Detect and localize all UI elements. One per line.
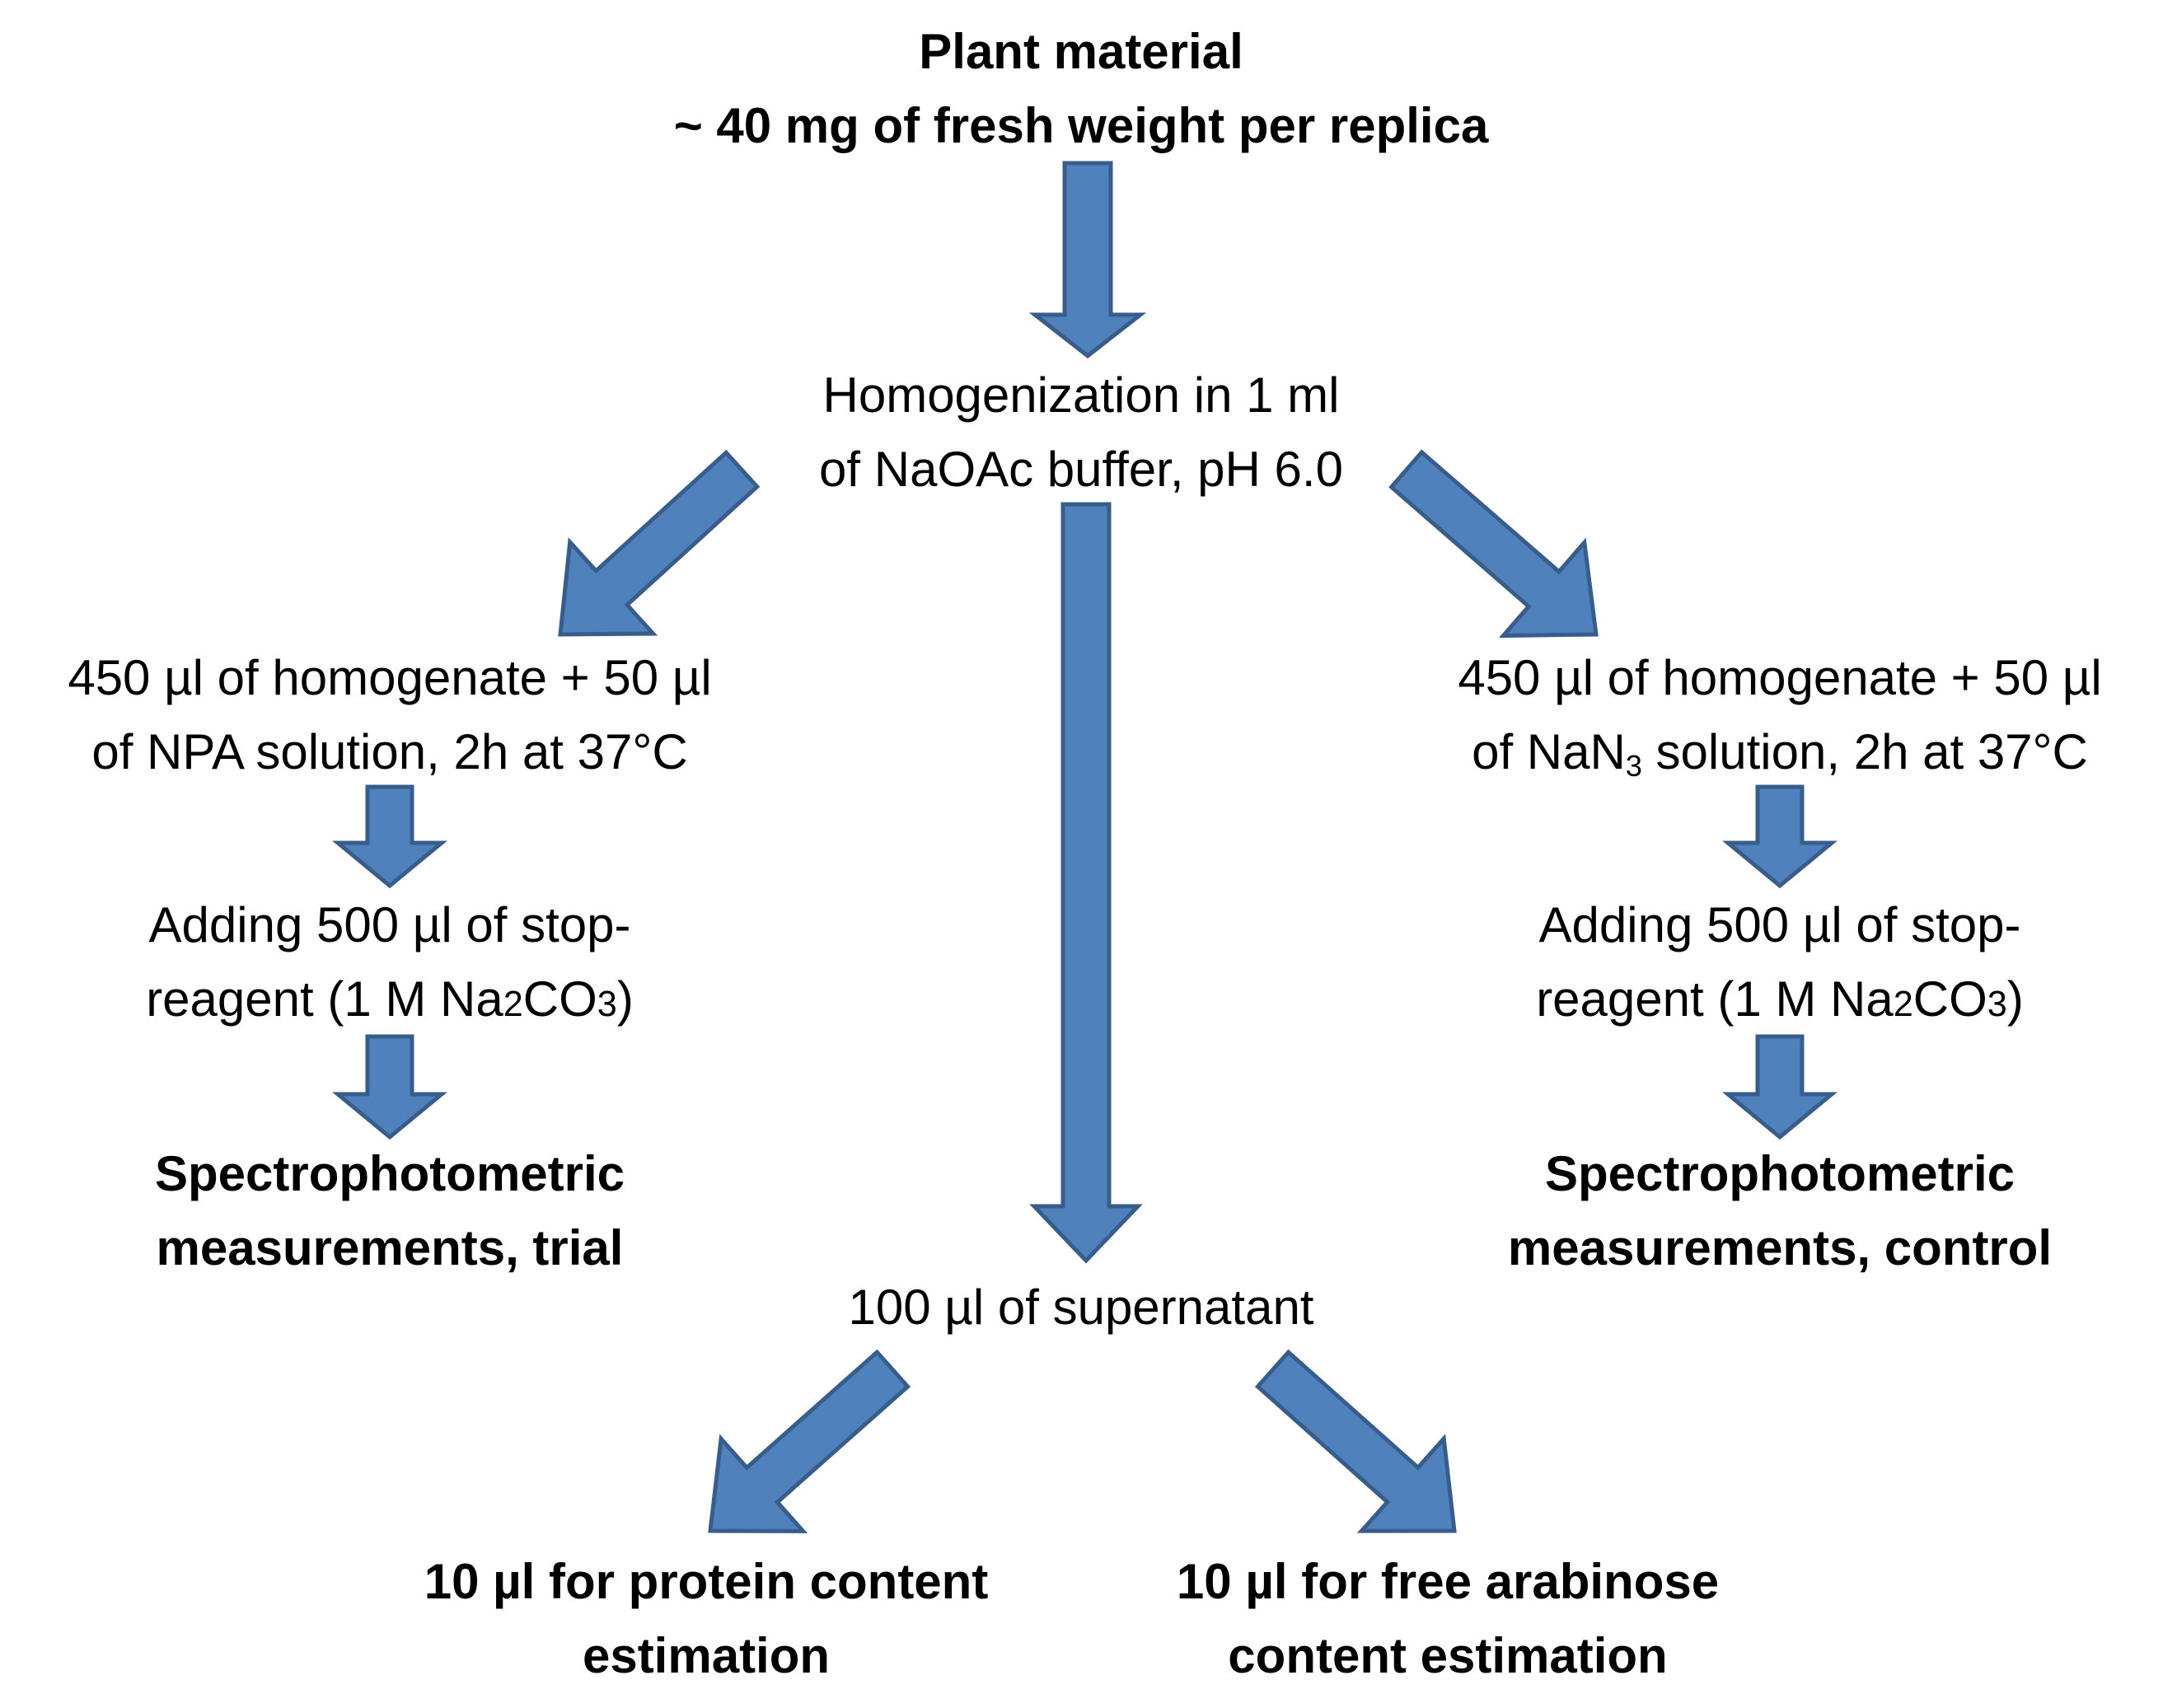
- nan3-incubation-line-1: 450 µl of homogenate + 50 µl: [1458, 650, 2102, 705]
- node-stop-reagent-left: Adding 500 µl of stop- reagent (1 M Na2C…: [146, 888, 634, 1041]
- npa-incubation-line-1: 450 µl of homogenate + 50 µl: [68, 650, 712, 705]
- stop-reagent-left-line-2: reagent (1 M Na2CO3): [146, 971, 634, 1027]
- node-plant-material: Plant material ~ 40 mg of fresh weight p…: [674, 15, 1489, 163]
- arrow-npa-to-stop: [332, 784, 447, 889]
- arabinose-line-1: 10 µl for free arabinose: [1176, 1554, 1720, 1609]
- arrow-stop-to-spectro-right: [1722, 1034, 1838, 1140]
- supernatant-line-1: 100 µl of supernatant: [848, 1280, 1314, 1335]
- node-spectro-control: Spectrophotometric measurements, control: [1508, 1137, 2052, 1285]
- node-arabinose-estimation: 10 µl for free arabinose content estimat…: [1177, 1545, 1719, 1693]
- npa-incubation-line-2: of NPA solution, 2h at 37°C: [91, 724, 688, 779]
- node-protein-estimation: 10 µl for protein content estimation: [424, 1545, 989, 1693]
- spectro-control-line-2: measurements, control: [1507, 1220, 2053, 1275]
- plant-material-title: Plant material: [919, 24, 1243, 79]
- arrow-supernatant-to-protein: [708, 1349, 911, 1533]
- node-npa-incubation: 450 µl of homogenate + 50 µl of NPA solu…: [68, 641, 711, 789]
- node-spectro-trial: Spectrophotometric measurements, trial: [155, 1137, 625, 1285]
- spectro-trial-line-1: Spectrophotometric: [154, 1146, 625, 1201]
- nan3-incubation-line-2: of NaN3 solution, 2h at 37°C: [1472, 724, 2088, 783]
- node-stop-reagent-right: Adding 500 µl of stop- reagent (1 M Na2C…: [1536, 888, 2024, 1041]
- arrow-supernatant-to-arabinose: [1254, 1349, 1457, 1533]
- arabinose-line-2: content estimation: [1228, 1628, 1668, 1683]
- node-homogenization: Homogenization in 1 ml of NaOAc buffer, …: [819, 358, 1343, 507]
- spectro-trial-line-2: measurements, trial: [156, 1220, 624, 1275]
- homogenization-line-2: of NaOAc buffer, pH 6.0: [819, 442, 1343, 497]
- node-supernatant: 100 µl of supernatant: [849, 1270, 1314, 1345]
- stop-reagent-right-line-1: Adding 500 µl of stop-: [1538, 897, 2021, 952]
- arrow-stop-to-spectro-left: [332, 1034, 447, 1140]
- stop-reagent-left-line-1: Adding 500 µl of stop-: [148, 897, 631, 952]
- stop-reagent-right-line-2: reagent (1 M Na2CO3): [1536, 971, 2024, 1027]
- plant-material-subtitle: ~ 40 mg of fresh weight per replica: [673, 98, 1489, 153]
- arrow-homogenization-to-supernatant: [1029, 502, 1143, 1264]
- arrow-homogenization-to-nan3: [1388, 449, 1599, 639]
- protein-line-1: 10 µl for protein content: [424, 1554, 989, 1609]
- arrow-plant-to-homogenization: [1028, 161, 1147, 359]
- node-nan3-incubation: 450 µl of homogenate + 50 µl of NaN3 sol…: [1458, 641, 2101, 789]
- arrow-nan3-to-stop: [1722, 784, 1838, 889]
- protein-line-2: estimation: [582, 1628, 831, 1683]
- spectro-control-line-1: Spectrophotometric: [1544, 1146, 2016, 1201]
- homogenization-line-1: Homogenization in 1 ml: [822, 367, 1340, 423]
- arrow-homogenization-to-npa: [558, 449, 761, 637]
